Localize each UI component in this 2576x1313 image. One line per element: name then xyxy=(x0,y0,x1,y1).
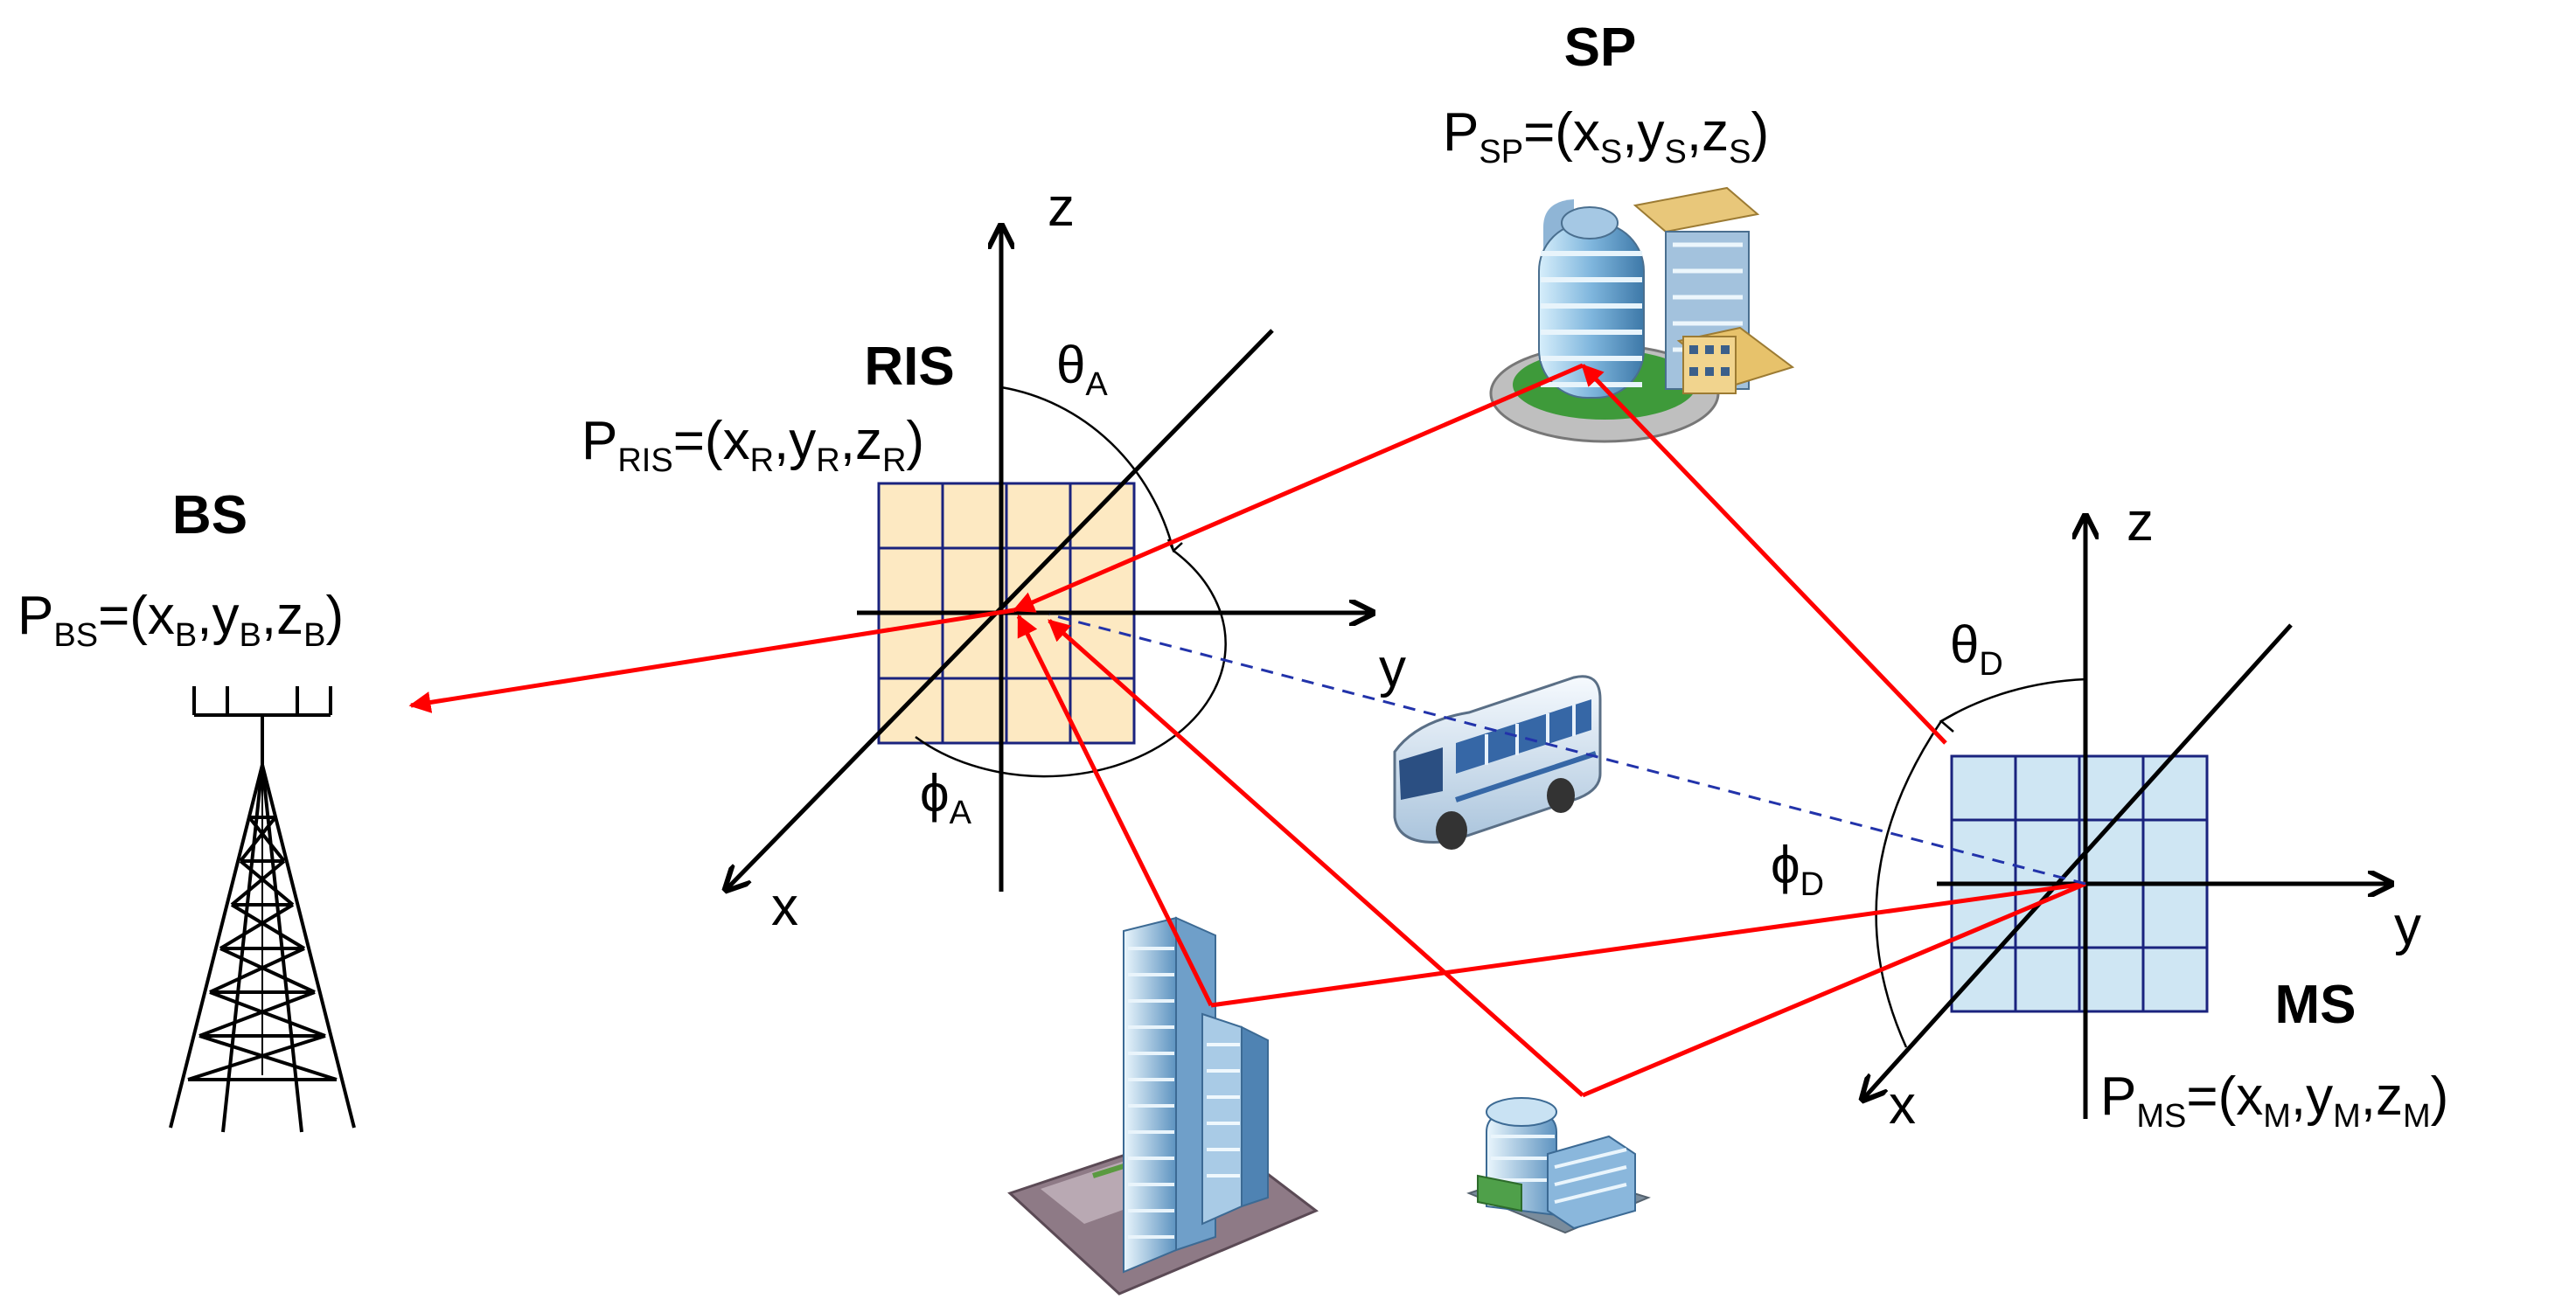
path-ris-to-bs xyxy=(408,608,1015,713)
phi-a-arc xyxy=(915,549,1227,778)
theta-a-arc xyxy=(1000,386,1175,552)
phi-d-arc xyxy=(1875,720,1943,1048)
ris-axes xyxy=(726,226,1373,892)
path-office-to-ris xyxy=(1048,619,1584,1097)
skyscraper-icon xyxy=(1007,916,1319,1296)
ms-x-axis-label: x xyxy=(1889,1075,1916,1136)
phi-a-label: ϕA xyxy=(920,764,972,831)
path-ms-office xyxy=(1582,881,2086,1098)
office-building-icon xyxy=(1466,1097,1651,1234)
bs-position-label: PBS=(xB,yB,zB) xyxy=(17,586,344,654)
bs-title: BS xyxy=(172,485,247,545)
ris-x-axis-label: x xyxy=(771,877,798,937)
theta-d-arc-tick xyxy=(1939,711,1958,733)
path-sp-to-ris xyxy=(1012,363,1584,613)
theta-a-label: θA xyxy=(1056,336,1108,403)
ms-z-axis-label: z xyxy=(2127,492,2154,552)
ms-axes xyxy=(1862,516,2392,1119)
ms-title: MS xyxy=(2275,975,2357,1035)
los-path-dashed xyxy=(1048,613,2086,886)
theta-d-arc xyxy=(1940,677,2086,723)
path-ms-to-sp xyxy=(1581,364,1947,745)
ris-z-axis-label: z xyxy=(1048,177,1075,238)
propagation-paths xyxy=(408,363,2086,1098)
path-ms-skyscraper xyxy=(1210,881,2086,1008)
theta-d-label: θD xyxy=(1950,615,2003,683)
ms-y-axis-label: y xyxy=(2394,896,2421,956)
ris-position-label: PRIS=(xR,yR,zR) xyxy=(581,411,924,479)
sp-position-label: PSP=(xS,yS,zS) xyxy=(1443,102,1769,170)
ris-title: RIS xyxy=(864,337,954,397)
phi-d-label: ϕD xyxy=(1771,836,1824,903)
bus-icon xyxy=(1393,675,1602,850)
ms-position-label: PMS=(xM,yM,zM) xyxy=(2100,1066,2448,1135)
sp-building-icon xyxy=(1489,186,1795,443)
sp-title: SP xyxy=(1564,17,1637,78)
bs-tower-icon xyxy=(169,686,356,1133)
ris-y-axis-label: y xyxy=(1379,638,1406,698)
path-skyscraper-to-ris xyxy=(1016,614,1214,1007)
